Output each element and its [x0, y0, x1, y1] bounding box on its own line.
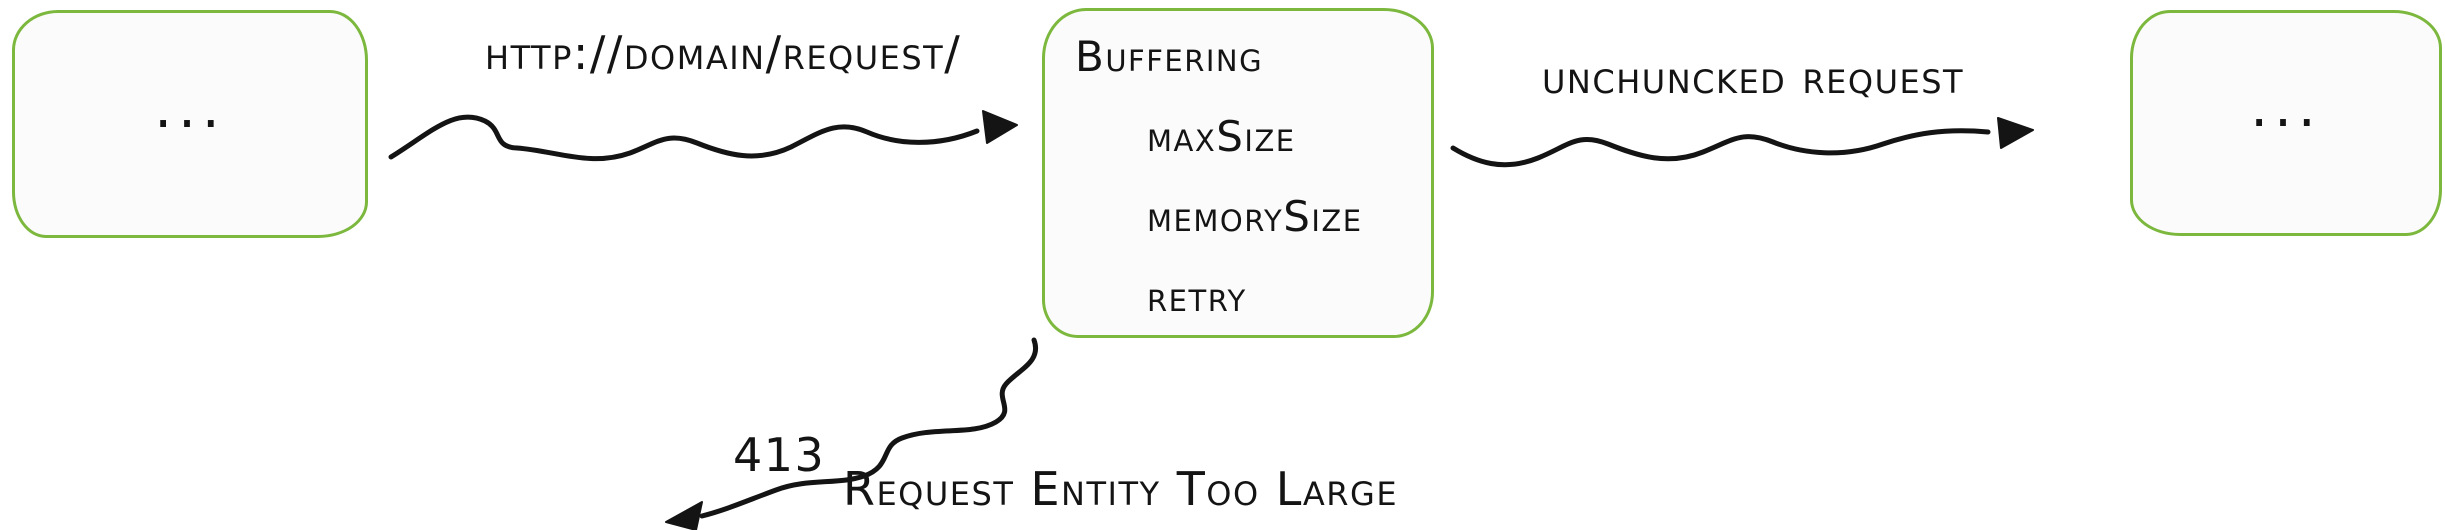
buffering-item-maxsize: maxSize	[1147, 112, 1296, 161]
unchunked-request-label: unchuncked request	[1542, 50, 1965, 104]
right-node-label: ...	[2250, 74, 2322, 140]
left-service-node: ...	[12, 10, 368, 238]
buffering-node: Buffering maxSize memorySize retry	[1042, 8, 1434, 338]
error-message-label: Request Entity Too Large	[843, 462, 1399, 516]
left-node-label: ...	[154, 75, 226, 141]
error-code-label: 413	[733, 428, 826, 482]
buffering-item-retry: retry	[1147, 272, 1247, 321]
buffering-title: Buffering	[1075, 32, 1264, 81]
arrow-right-icon	[1450, 117, 2034, 168]
buffering-item-memorysize: memorySize	[1147, 192, 1363, 241]
arrow-right-icon	[388, 110, 1018, 162]
right-service-node: ...	[2130, 10, 2442, 236]
request-url-label: http://domain/request/	[485, 26, 962, 80]
arrow-down-left-icon	[665, 337, 1039, 530]
